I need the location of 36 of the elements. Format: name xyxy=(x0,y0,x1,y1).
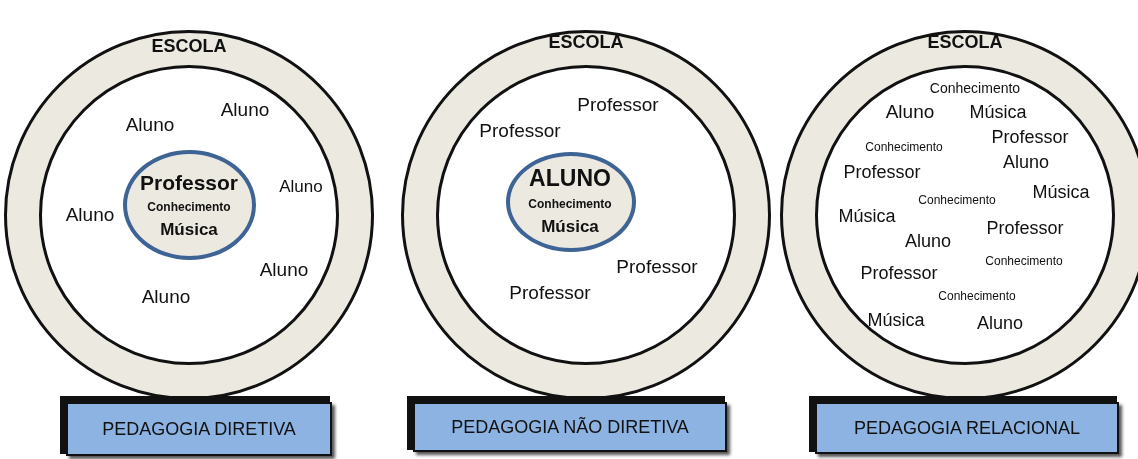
scattered-word: Aluno xyxy=(885,101,935,123)
scattered-word: Professor xyxy=(991,126,1069,148)
scattered-word: Professor xyxy=(479,120,561,142)
scattered-word: Música xyxy=(867,309,925,331)
ellipse-text: Música xyxy=(160,220,218,240)
scattered-word: Conhecimento xyxy=(985,254,1063,268)
scattered-word: Conhecimento xyxy=(865,140,943,154)
scattered-word: Conhecimento xyxy=(929,80,1021,96)
scattered-word: Aluno xyxy=(125,114,175,136)
scattered-word: Professor xyxy=(986,217,1064,239)
scattered-word: Professor xyxy=(616,256,698,278)
scattered-word: Professor xyxy=(860,262,938,284)
scattered-word: Professor xyxy=(843,161,921,183)
ring-title: ESCOLA xyxy=(548,31,624,53)
scattered-word: Aluno xyxy=(259,259,309,281)
ellipse-text: ALUNO xyxy=(529,164,611,192)
scattered-word: Aluno xyxy=(1003,151,1049,173)
scattered-word: Aluno xyxy=(65,204,115,226)
scattered-word: Professor xyxy=(509,282,591,304)
scattered-word: Aluno xyxy=(279,177,323,197)
ellipse-text: Conhecimento xyxy=(528,197,612,211)
ellipse-text: Música xyxy=(541,217,599,237)
scattered-word: Música xyxy=(969,101,1027,123)
ring-title: ESCOLA xyxy=(151,35,227,57)
scattered-word: Professor xyxy=(577,94,659,116)
scattered-word: Aluno xyxy=(977,312,1023,334)
scattered-word: Aluno xyxy=(141,286,191,308)
scattered-word: Conhecimento xyxy=(938,289,1016,303)
scattered-word: Aluno xyxy=(220,99,270,121)
scattered-word: Música xyxy=(1032,181,1090,203)
ring-title: ESCOLA xyxy=(927,31,1003,53)
ellipse-text: Conhecimento xyxy=(147,200,231,214)
ellipse-text: Professor xyxy=(140,171,238,195)
scattered-word: Conhecimento xyxy=(918,193,996,207)
scattered-word: Música xyxy=(838,205,896,227)
scattered-word: Aluno xyxy=(905,230,951,252)
